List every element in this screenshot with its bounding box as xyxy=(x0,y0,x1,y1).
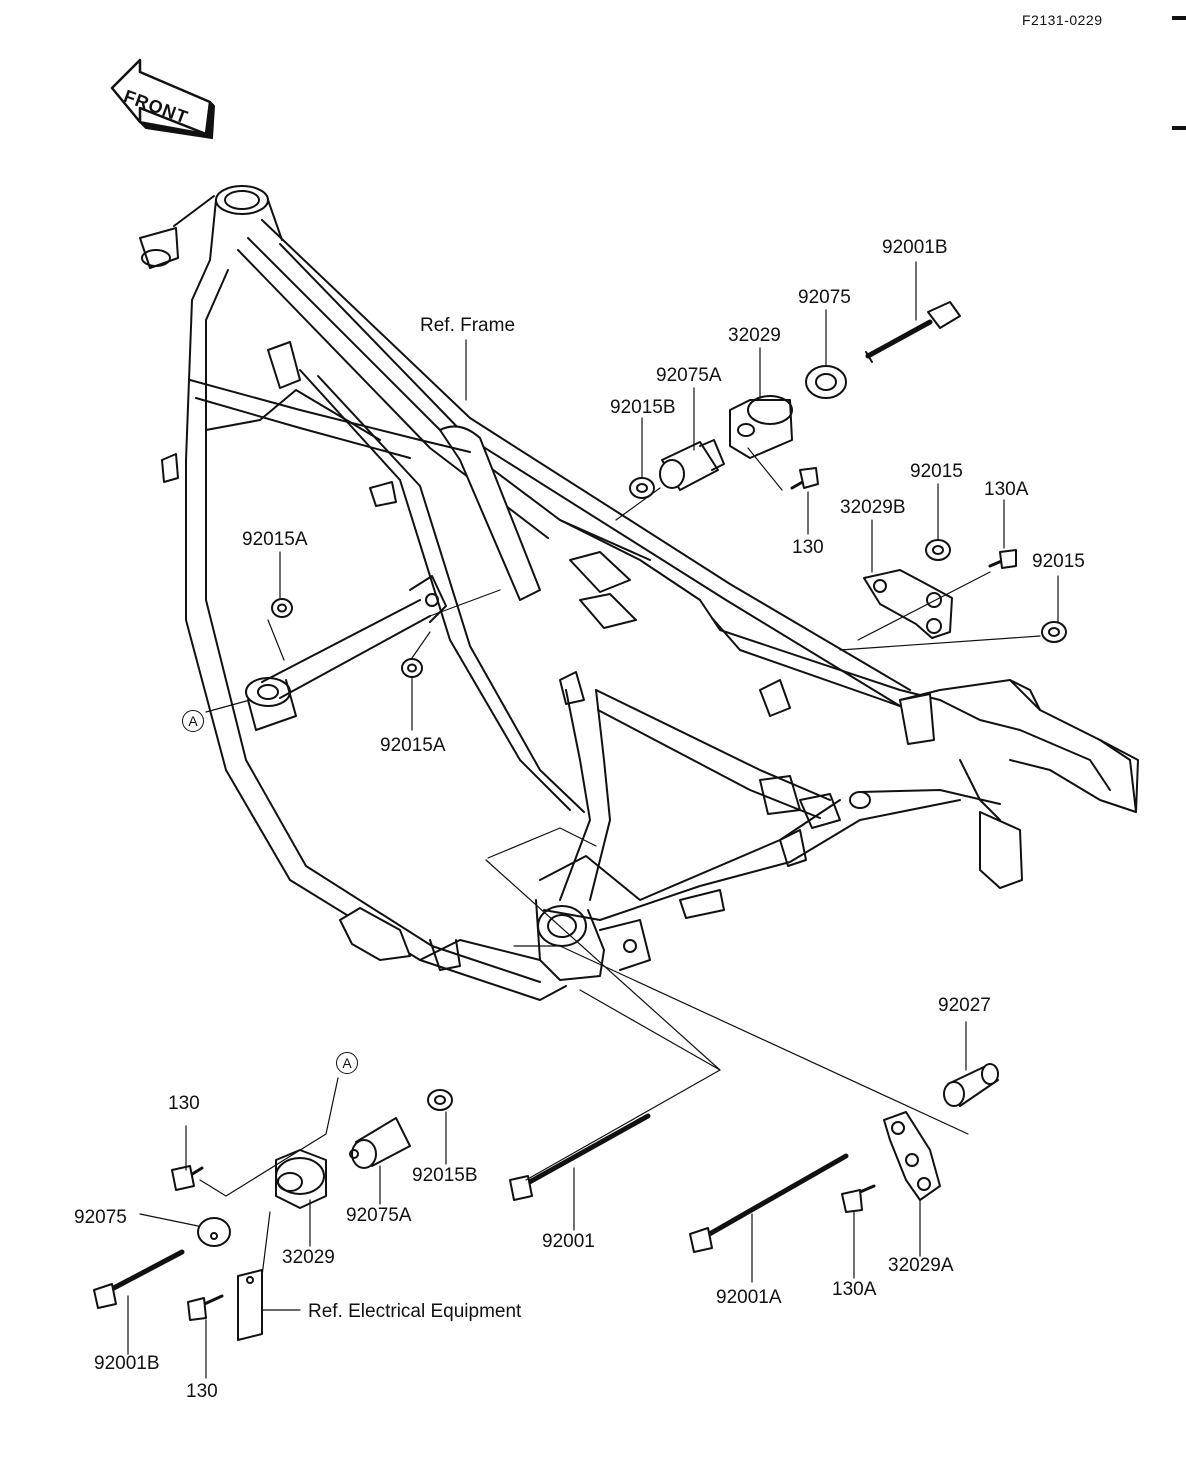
part-label-92015-right-a: 92015 xyxy=(910,461,963,482)
part-label-32029-upper: 32029 xyxy=(728,325,781,346)
ref-electrical-label: Ref. Electrical Equipment xyxy=(308,1301,522,1322)
part-label-32029a: 32029A xyxy=(888,1255,954,1276)
part-label-92001a: 92001A xyxy=(716,1287,782,1308)
edge-mark-bottom xyxy=(1172,126,1186,130)
part-label-32029b: 32029B xyxy=(840,497,906,518)
part-label-92001: 92001 xyxy=(542,1231,595,1252)
part-label-92075a-upper: 92075A xyxy=(656,365,722,386)
ref-frame-label: Ref. Frame xyxy=(420,315,516,336)
part-label-92015b-upper: 92015B xyxy=(610,397,676,418)
part-label-92015b-lower: 92015B xyxy=(412,1165,478,1186)
edge-mark-top xyxy=(1172,16,1186,20)
part-label-92075a-lower: 92075A xyxy=(346,1205,412,1226)
part-label-92027: 92027 xyxy=(938,995,991,1016)
part-label-130-lower-top: 130 xyxy=(168,1093,200,1114)
part-label-92075-lower: 92075 xyxy=(74,1207,127,1228)
part-label-130a-lower: 130A xyxy=(832,1279,877,1300)
part-label-130-upper: 130 xyxy=(792,537,824,558)
document-code: F2131-0229 xyxy=(1022,12,1103,28)
part-label-92001b-upper: 92001B xyxy=(882,237,948,258)
callout-a-upper: A xyxy=(182,710,204,732)
leader-lines xyxy=(127,261,1059,1379)
part-label-92001b-lower: 92001B xyxy=(94,1353,160,1374)
part-label-92075-upper: 92075 xyxy=(798,287,851,308)
part-label-130a-upper: 130A xyxy=(984,479,1029,500)
upper-mount-parts xyxy=(271,301,1067,678)
part-label-130-lower-bottom: 130 xyxy=(186,1381,218,1402)
part-label-92015a-bottom: 92015A xyxy=(380,735,446,756)
part-label-92015a-top: 92015A xyxy=(242,529,308,550)
front-arrow-icon xyxy=(110,58,215,139)
part-label-32029-lower: 32029 xyxy=(282,1247,335,1268)
part-label-92015-right-b: 92015 xyxy=(1032,551,1085,572)
motorcycle-frame xyxy=(139,185,1139,1001)
callout-a-lower: A xyxy=(336,1052,358,1074)
lower-mount-parts xyxy=(93,1063,999,1341)
